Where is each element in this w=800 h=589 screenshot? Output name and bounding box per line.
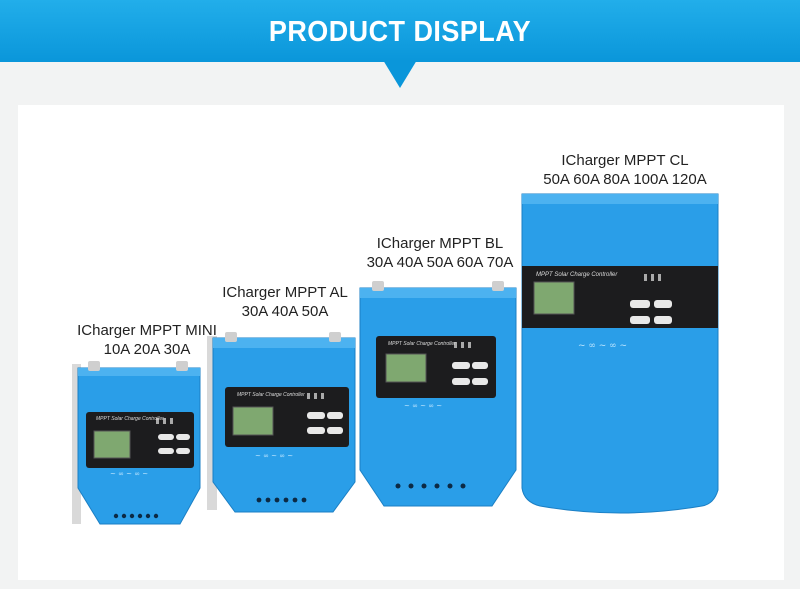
product-al-image: ~ ∞ ~ ∞ ~ MPPT Solar Charge Controller xyxy=(207,330,357,516)
panel-text: MPPT Solar Charge Controller xyxy=(237,392,305,398)
svg-text:~ ∞ ~ ∞ ~: ~ ∞ ~ ∞ ~ xyxy=(578,341,627,351)
product-cl-label: ICharger MPPT CL 50A 60A 80A 100A 120A xyxy=(530,151,720,189)
product-ratings: 30A 40A 50A xyxy=(241,303,329,320)
product-bl-image: ~ ∞ ~ ∞ ~ MPPT Solar Charge Controller xyxy=(358,278,518,510)
product-mini-label: ICharger MPPT MINI 10A 20A 30A xyxy=(62,321,232,359)
panel-text: MPPT Solar Charge Controller xyxy=(96,416,164,422)
product-al-label: ICharger MPPT AL 30A 40A 50A xyxy=(210,283,360,321)
product-bl-label: ICharger MPPT BL 30A 40A 50A 60A 70A xyxy=(355,234,525,272)
product-name: ICharger MPPT MINI xyxy=(77,322,217,339)
panel-text: MPPT Solar Charge Controller xyxy=(536,272,618,278)
svg-text:~ ∞ ~ ∞ ~: ~ ∞ ~ ∞ ~ xyxy=(110,470,148,478)
page-title: PRODUCT DISPLAY xyxy=(268,16,532,48)
svg-text:~ ∞ ~ ∞ ~: ~ ∞ ~ ∞ ~ xyxy=(404,402,442,410)
product-name: ICharger MPPT CL xyxy=(561,152,689,169)
product-cl-image: ~ ∞ ~ ∞ ~ MPPT Solar Charge Controller xyxy=(518,188,723,524)
banner-pointer xyxy=(383,60,417,88)
panel-text: MPPT Solar Charge Controller xyxy=(388,341,456,347)
header-banner xyxy=(0,0,800,62)
svg-text:~ ∞ ~ ∞ ~: ~ ∞ ~ ∞ ~ xyxy=(255,452,293,460)
controller-cl-illustration: ~ ∞ ~ ∞ ~ xyxy=(521,193,719,514)
product-ratings: 50A 60A 80A 100A 120A xyxy=(543,171,707,188)
product-ratings: 10A 20A 30A xyxy=(103,341,191,358)
controller-bl-illustration: ~ ∞ ~ ∞ ~ xyxy=(359,281,517,507)
product-name: ICharger MPPT AL xyxy=(222,284,348,301)
product-name: ICharger MPPT BL xyxy=(376,235,504,252)
product-mini-image: ~ ∞ ~ ∞ ~ MPPT Solar Charge Controller xyxy=(72,358,207,530)
controller-mini-illustration: ~ ∞ ~ ∞ ~ xyxy=(72,361,201,525)
product-ratings: 30A 40A 50A 60A 70A xyxy=(366,254,514,271)
controller-al-illustration: ~ ∞ ~ ∞ ~ xyxy=(207,332,356,513)
